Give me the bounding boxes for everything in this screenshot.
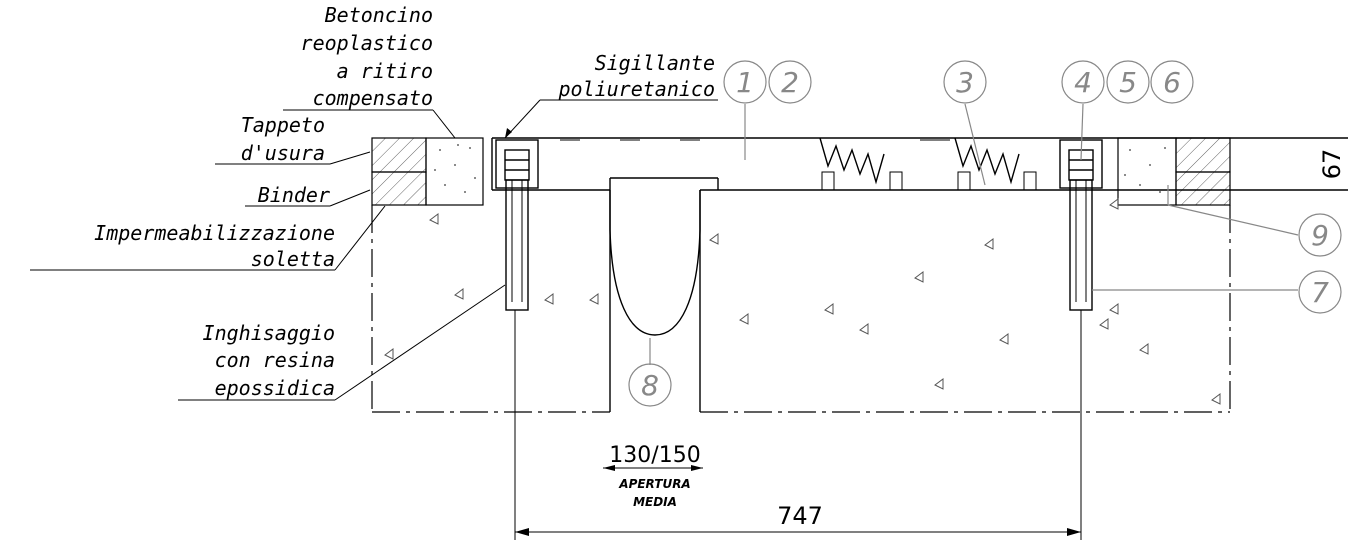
dimension-747 bbox=[514, 310, 1082, 540]
svg-text:9: 9 bbox=[1311, 219, 1329, 252]
wearing-course-left bbox=[371, 137, 427, 173]
concrete-aggregate bbox=[384, 198, 1221, 405]
opening-note-line1: APERTURA bbox=[618, 477, 690, 491]
svg-text:4: 4 bbox=[1074, 66, 1092, 99]
anchor-spacing-value: 747 bbox=[777, 502, 823, 530]
label-inghisaggio: Inghisaggio con resina epossidica bbox=[203, 321, 335, 400]
svg-text:8: 8 bbox=[641, 369, 659, 402]
label-betoncino: Betoncino reoplastico a ritiro compensat… bbox=[301, 3, 433, 110]
svg-text:Betoncino: Betoncino bbox=[325, 3, 433, 27]
svg-text:compensato: compensato bbox=[313, 86, 433, 110]
label-impermeabilizzazione: Impermeabilizzazione soletta bbox=[94, 221, 335, 271]
mortar-left-dots bbox=[434, 144, 476, 193]
svg-text:poliuretanico: poliuretanico bbox=[557, 77, 715, 101]
opening-dimension-value: 130/150 bbox=[609, 443, 700, 468]
elastomer-membrane bbox=[609, 177, 719, 412]
svg-text:a ritiro: a ritiro bbox=[337, 59, 433, 83]
label-tappeto: Tappeto d'usura bbox=[241, 113, 325, 165]
leader-lines bbox=[30, 99, 718, 401]
svg-text:Sigillante: Sigillante bbox=[595, 51, 715, 75]
svg-text:epossidica: epossidica bbox=[215, 376, 335, 400]
anchor-right bbox=[1059, 139, 1103, 311]
dimension-thickness bbox=[1230, 137, 1348, 191]
svg-text:d'usura: d'usura bbox=[241, 141, 325, 165]
svg-text:con resina: con resina bbox=[215, 348, 335, 372]
callout-1: 1 bbox=[723, 60, 767, 104]
svg-text:3: 3 bbox=[956, 66, 974, 99]
slab-right-outline bbox=[700, 205, 1231, 413]
callout-9: 9 bbox=[1298, 213, 1342, 257]
svg-text:2: 2 bbox=[781, 66, 799, 99]
svg-text:reoplastico: reoplastico bbox=[301, 31, 433, 55]
thickness-value: 67 bbox=[1318, 149, 1346, 180]
svg-text:soletta: soletta bbox=[251, 247, 335, 271]
mortar-right-dots bbox=[1124, 147, 1166, 193]
callout-leaders bbox=[649, 103, 1299, 365]
label-binder: Binder bbox=[258, 183, 330, 207]
callout-7: 7 bbox=[1298, 270, 1342, 314]
label-sigillante: Sigillante poliuretanico bbox=[557, 51, 715, 101]
svg-text:1: 1 bbox=[736, 66, 754, 99]
svg-text:Tappeto: Tappeto bbox=[241, 113, 325, 137]
callout-5: 5 bbox=[1106, 60, 1150, 104]
wearing-course-right bbox=[1175, 137, 1231, 173]
dimension-opening bbox=[603, 465, 703, 471]
callout-6: 6 bbox=[1150, 60, 1194, 104]
callout-3: 3 bbox=[943, 60, 987, 104]
binder-right bbox=[1175, 171, 1231, 206]
mortar-right bbox=[1117, 137, 1177, 206]
svg-text:Impermeabilizzazione: Impermeabilizzazione bbox=[94, 221, 335, 245]
opening-note-line2: MEDIA bbox=[633, 495, 677, 509]
svg-text:7: 7 bbox=[1311, 276, 1329, 309]
binder-left bbox=[371, 171, 427, 206]
anchor-left bbox=[495, 139, 539, 311]
mortar-left bbox=[425, 137, 484, 206]
callout-4: 4 bbox=[1061, 60, 1105, 104]
callout-8: 8 bbox=[628, 363, 672, 407]
svg-text:6: 6 bbox=[1163, 66, 1181, 99]
slab-left-outline bbox=[371, 205, 610, 413]
svg-text:5: 5 bbox=[1119, 66, 1137, 99]
callout-2: 2 bbox=[768, 60, 812, 104]
svg-text:Inghisaggio: Inghisaggio bbox=[203, 321, 335, 345]
